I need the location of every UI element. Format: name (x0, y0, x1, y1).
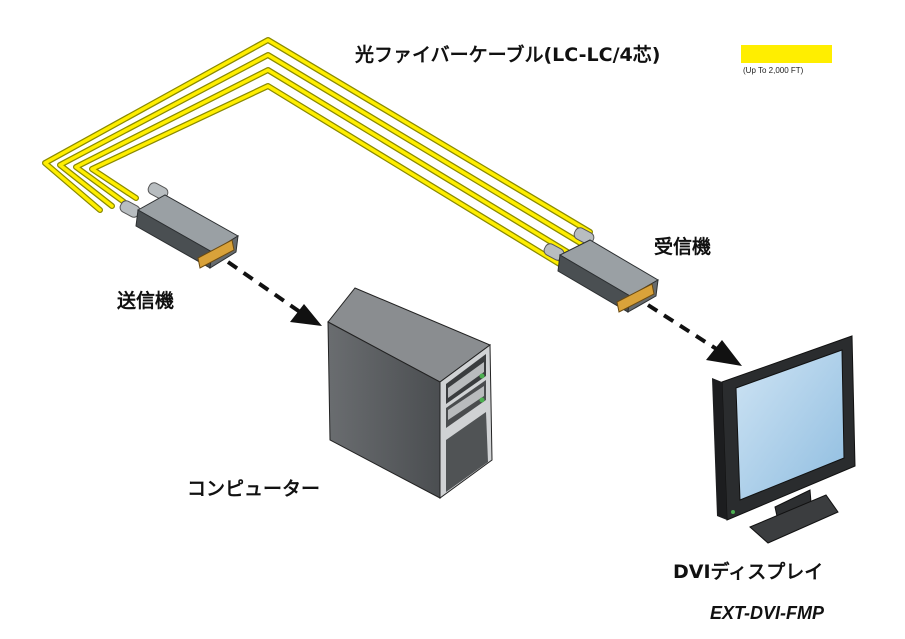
transmitter-module (119, 182, 239, 269)
model-number: EXT-DVI-FMP (710, 603, 825, 623)
computer-label: コンピューター (187, 478, 321, 500)
cable-legend-title: 光ファイバーケーブル(LC-LC/4芯) (355, 44, 661, 66)
dvi-monitor (712, 335, 856, 544)
receiver-label: 受信機 (654, 236, 712, 258)
cable-color-swatch (741, 45, 832, 63)
receiver-module (543, 227, 659, 313)
rx-to-display-arrow (646, 303, 742, 366)
transmitter-label: 送信機 (117, 290, 175, 312)
computer-tower (327, 287, 493, 499)
cable-length-note: (Up To 2,000 FT) (743, 66, 804, 75)
fiber-cable-bundle (42, 37, 593, 271)
tx-to-computer-arrow (226, 260, 322, 326)
display-label: DVIディスプレイ (673, 561, 824, 583)
